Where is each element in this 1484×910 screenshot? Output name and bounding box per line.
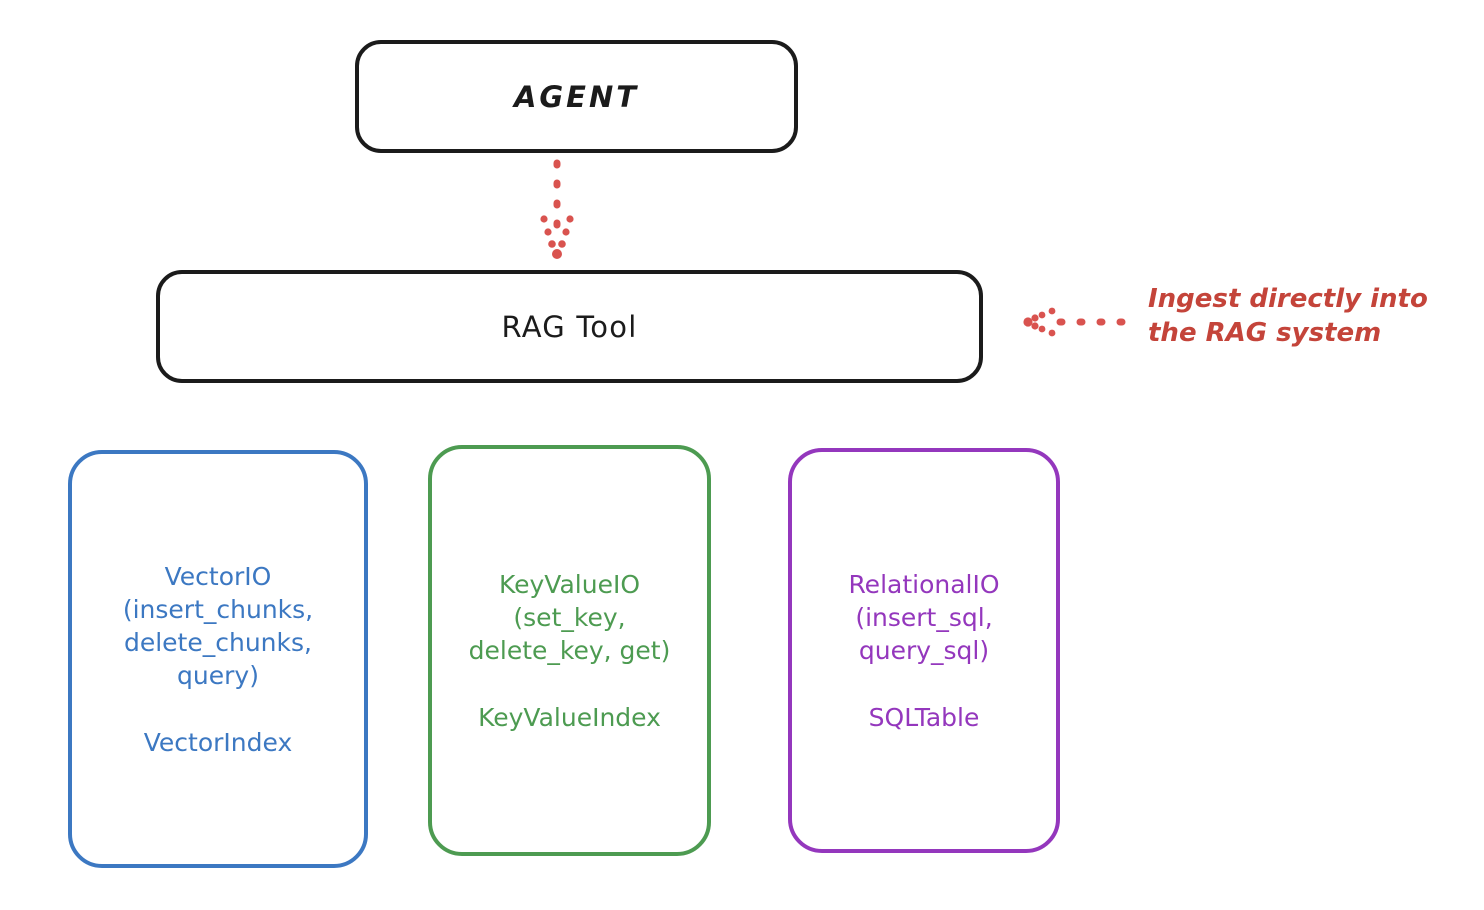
card-key-value-io-title: KeyValueIO (set_key, delete_key, get) xyxy=(468,569,671,665)
card-vector-io-subtitle: VectorIndex xyxy=(143,727,293,757)
card-key-value-io-subtitle: KeyValueIndex xyxy=(478,702,661,732)
card-vector-io-title: VectorIO (insert_chunks, delete_chunks, … xyxy=(122,561,314,690)
card-vector-io[interactable]: VectorIO (insert_chunks, delete_chunks, … xyxy=(68,450,368,868)
card-key-value-io[interactable]: KeyValueIO (set_key, delete_key, get) Ke… xyxy=(428,445,711,856)
node-agent[interactable]: AGENT xyxy=(355,40,798,153)
connector-ingest-to-rag-tool xyxy=(1023,307,1140,337)
card-relational-io-subtitle: SQLTable xyxy=(868,702,980,732)
annotation-ingest-directly: Ingest directly into the RAG system xyxy=(1148,284,1428,348)
card-relational-io-title: RelationalIO (insert_sql, query_sql) xyxy=(848,569,1000,665)
card-relational-io[interactable]: RelationalIO (insert_sql, query_sql) SQL… xyxy=(788,448,1060,853)
node-agent-label: AGENT xyxy=(513,79,640,114)
node-rag-tool-label: RAG Tool xyxy=(501,309,638,344)
connector-agent-to-rag-tool xyxy=(540,159,574,259)
node-rag-tool[interactable]: RAG Tool xyxy=(156,270,983,383)
